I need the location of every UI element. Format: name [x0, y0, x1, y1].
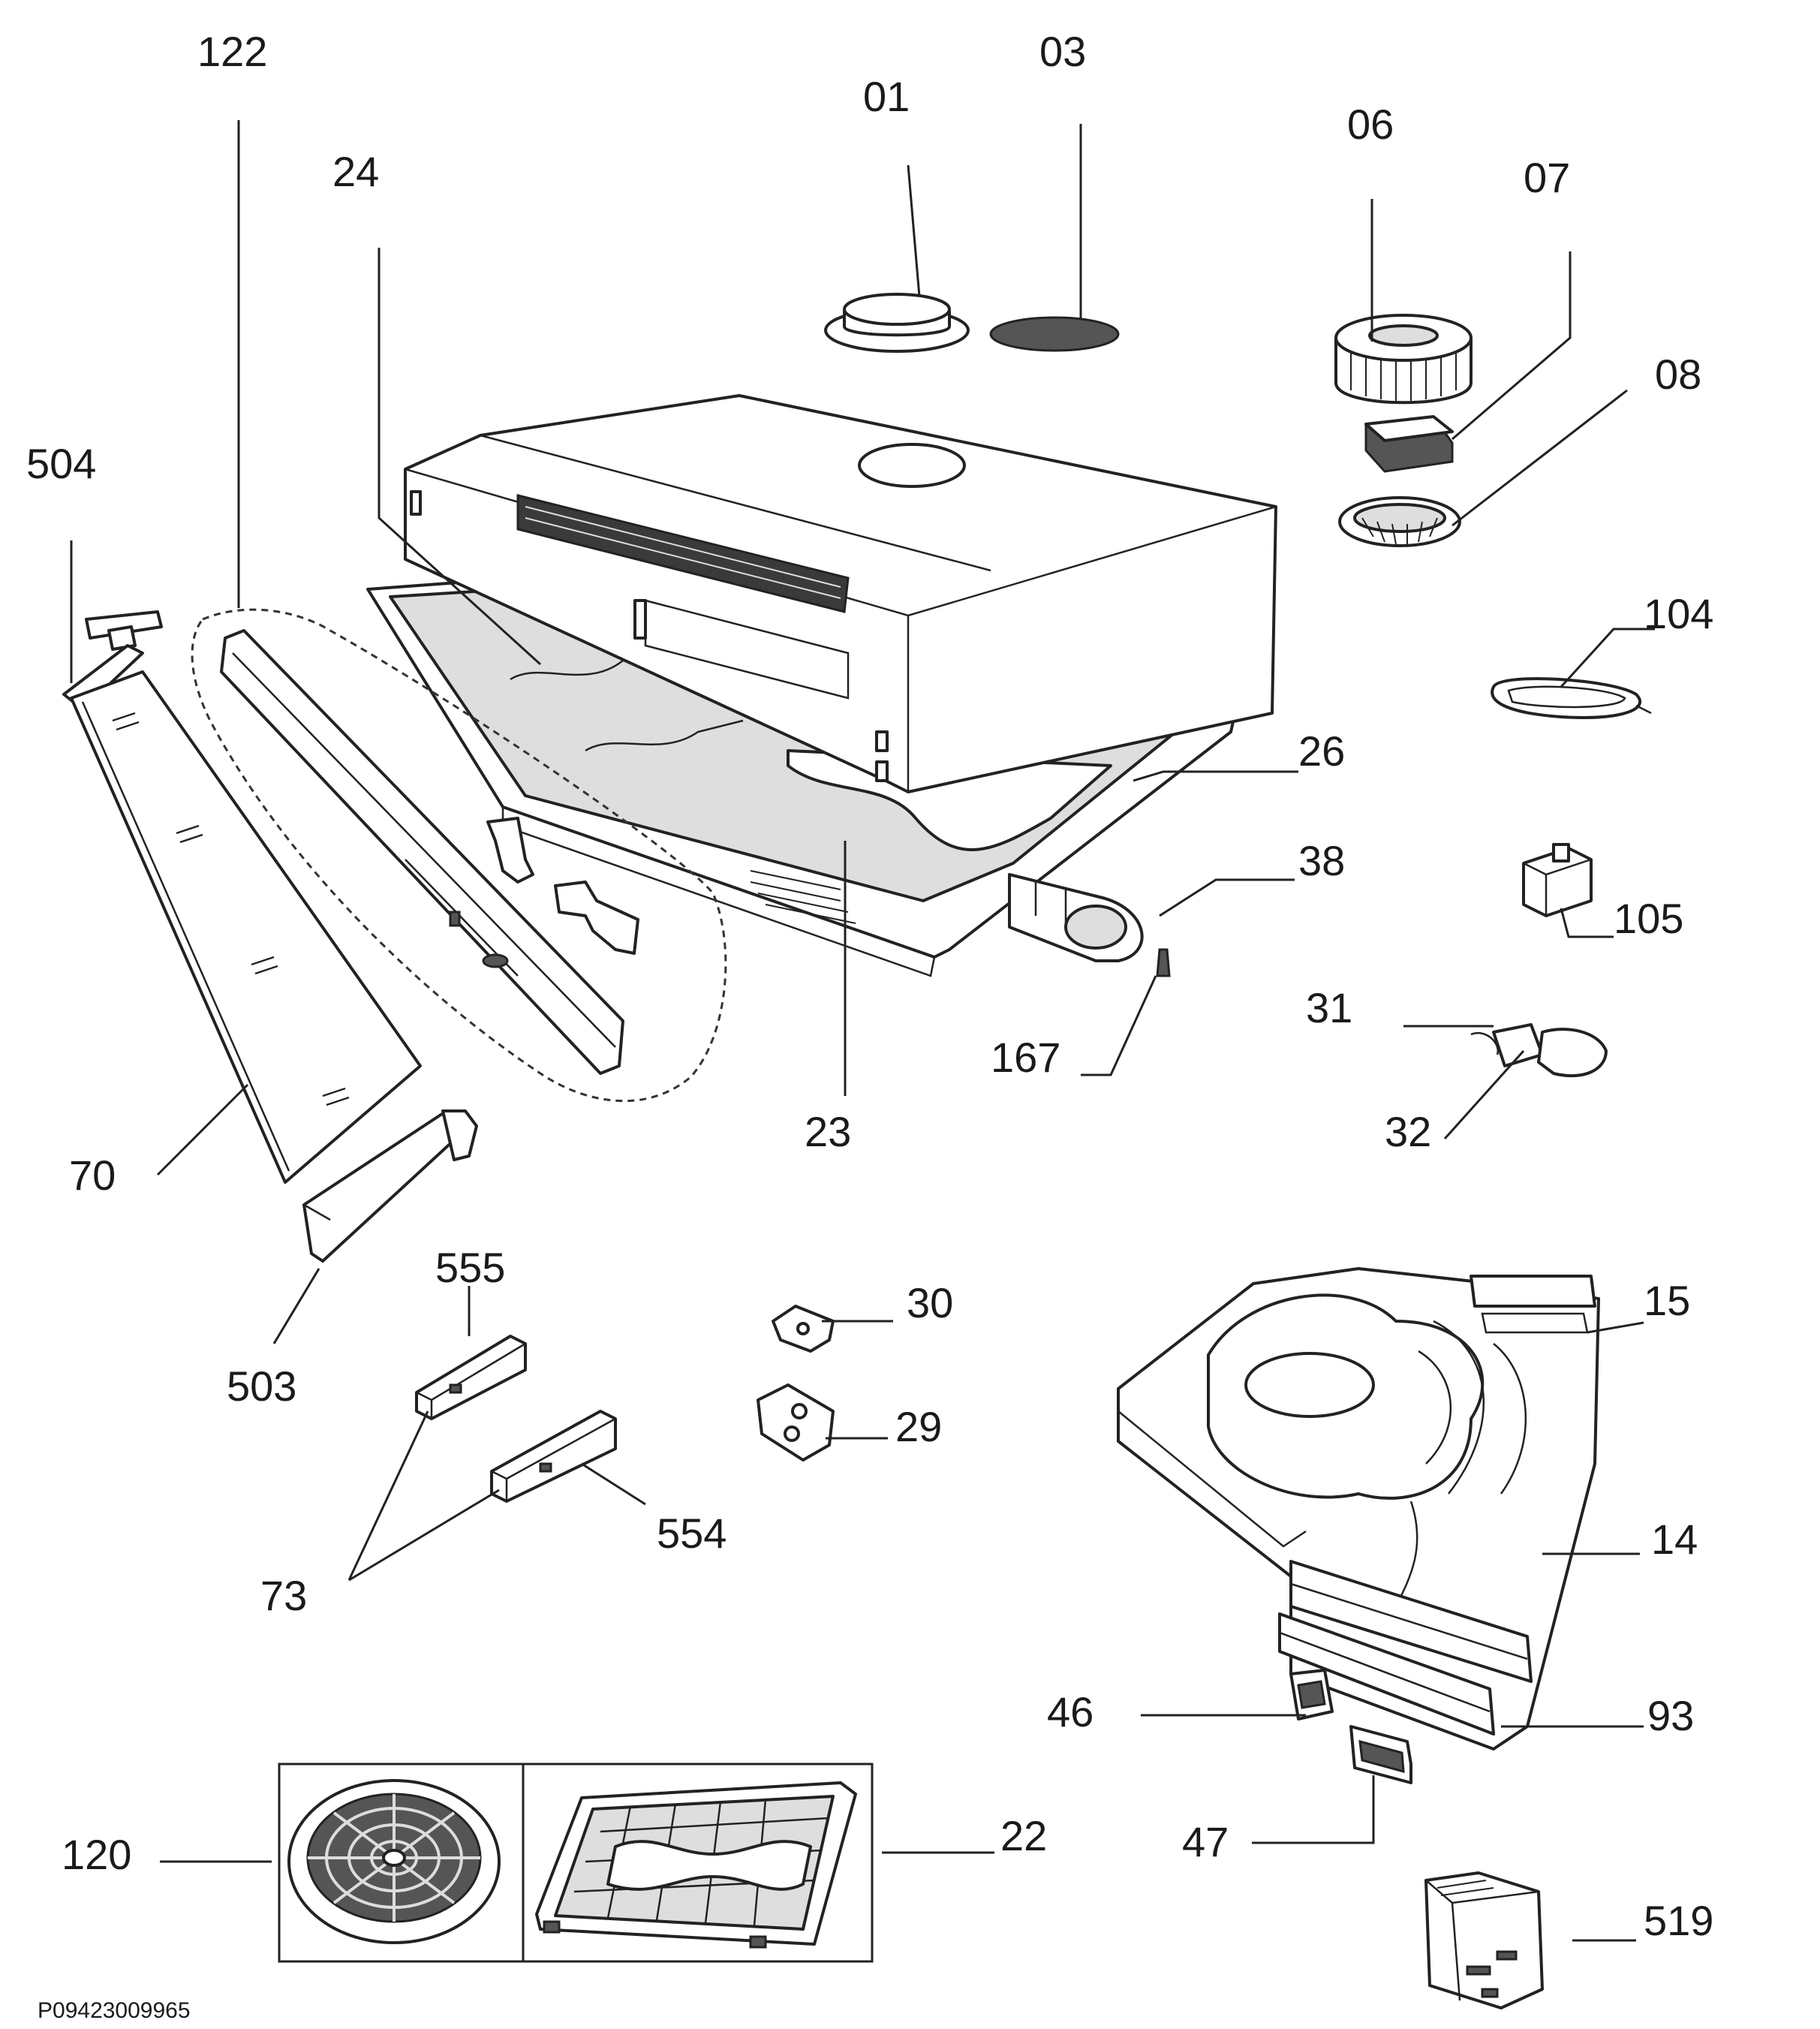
label-03: 03 — [1039, 28, 1086, 75]
label-26: 26 — [1298, 727, 1345, 775]
filter-frame-22 — [535, 1781, 857, 1949]
label-06: 06 — [1347, 101, 1394, 148]
label-519: 519 — [1644, 1897, 1713, 1944]
label-120: 120 — [62, 1831, 131, 1878]
label-46: 46 — [1047, 1688, 1094, 1735]
label-104: 104 — [1644, 590, 1713, 637]
leader-lines — [70, 120, 1655, 1942]
label-554: 554 — [657, 1510, 726, 1557]
label-47: 47 — [1182, 1818, 1229, 1865]
bracket-29 — [757, 1383, 835, 1462]
clip-30 — [772, 1305, 835, 1353]
holder-555 — [415, 1335, 527, 1420]
flange-ring-01 — [824, 293, 970, 353]
hood-body — [366, 394, 1277, 977]
clip-46 — [1289, 1669, 1334, 1720]
label-105: 105 — [1614, 895, 1683, 942]
label-14: 14 — [1651, 1516, 1698, 1563]
label-22: 22 — [1000, 1812, 1047, 1859]
motor-06 — [1334, 314, 1473, 405]
front-panel-group-122 — [191, 608, 727, 1103]
label-503: 503 — [227, 1362, 296, 1410]
diagram-code: P09423009965 — [38, 1998, 191, 2023]
clip-47 — [1349, 1725, 1412, 1784]
label-38: 38 — [1298, 837, 1345, 884]
label-07: 07 — [1524, 154, 1570, 201]
label-23: 23 — [805, 1108, 851, 1155]
label-30: 30 — [907, 1279, 953, 1326]
blower-housing-14 — [1117, 1267, 1600, 1751]
label-93: 93 — [1647, 1692, 1694, 1739]
label-504: 504 — [26, 440, 96, 487]
label-70: 70 — [69, 1151, 116, 1199]
label-08: 08 — [1655, 351, 1701, 398]
switch-105 — [1522, 843, 1593, 917]
label-24: 24 — [332, 148, 379, 195]
fan-impeller-08 — [1338, 496, 1461, 547]
hinge-clip-503 — [302, 1109, 478, 1263]
holder-554 — [490, 1410, 617, 1503]
label-29: 29 — [895, 1403, 942, 1450]
label-122: 122 — [197, 28, 267, 75]
seal-disk-03 — [989, 316, 1120, 352]
screw-bag-519 — [1424, 1871, 1544, 2009]
carbon-filter-120 — [287, 1779, 501, 1944]
label-167: 167 — [991, 1034, 1060, 1081]
gasket-104 — [1491, 677, 1652, 719]
label-555: 555 — [435, 1244, 505, 1291]
filter-accessory-box — [278, 1763, 874, 1963]
part-number-labels: 122 01 03 06 07 24 08 504 104 26 38 105 … — [26, 28, 1713, 2023]
label-73: 73 — [260, 1572, 307, 1619]
label-01: 01 — [863, 73, 910, 120]
glass-panel-70 — [70, 670, 422, 1184]
label-32: 32 — [1385, 1108, 1431, 1155]
lamp-31-32 — [1470, 1023, 1608, 1078]
label-15: 15 — [1644, 1277, 1690, 1324]
screw-167 — [1156, 948, 1171, 977]
label-31: 31 — [1306, 984, 1352, 1031]
capacitor-07 — [1364, 415, 1454, 473]
